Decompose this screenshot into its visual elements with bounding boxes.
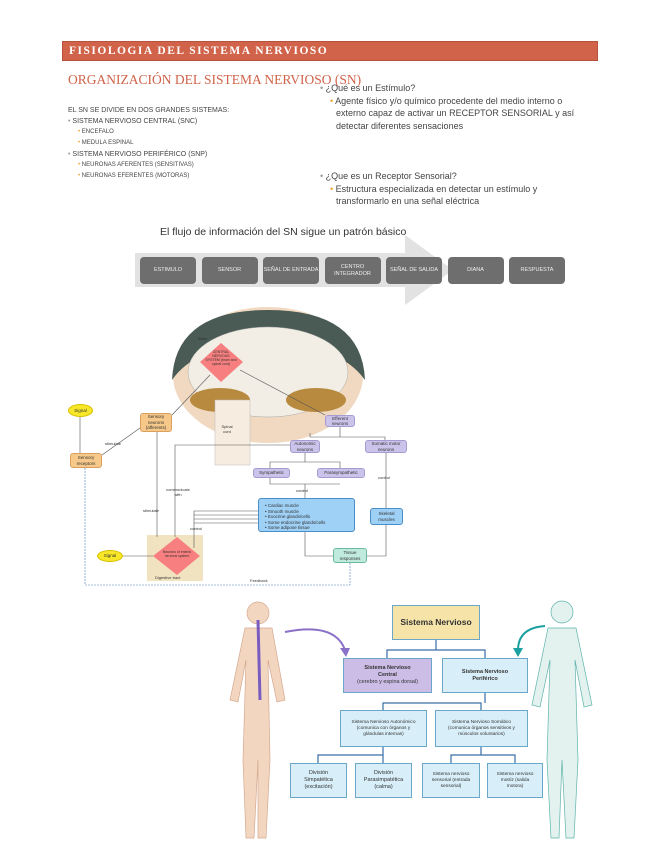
skeletal-node: Skeletal muscles: [370, 508, 403, 525]
motor-node: Sistema nervioso motriz (salida motora): [487, 763, 543, 798]
sympathetic-node: Sympathetic: [253, 468, 290, 478]
question-receptor: ¿Que es un Receptor Sensorial?: [320, 170, 582, 183]
sympathetic-node: División Simpatética (excitación): [290, 763, 347, 798]
snp-item: SISTEMA NERVIOSO PERIFÉRICO (SNP): [68, 149, 229, 160]
answer-receptor: Estructura especializada en detectar un …: [320, 183, 582, 208]
flow-step: CENTRO INTEGRADOR: [324, 257, 381, 284]
stimulate-label: stimulate: [105, 441, 122, 446]
brain-label: Brain: [198, 336, 208, 341]
tissue-node: Tissue responses: [333, 548, 367, 563]
list-item: NEURONAS EFERENTES (MOTORAS): [68, 171, 229, 182]
spinal-cord-label: Spinal cord: [221, 424, 233, 434]
feedback-label: Feedback: [250, 578, 268, 583]
sensory-neurons-node: Sensory neurons (afferents): [140, 413, 172, 432]
list-item: ENCEFALO: [68, 127, 229, 138]
efferent-node: Efferent neurons: [325, 415, 355, 427]
communicate-label: communicate with: [166, 487, 190, 497]
signal-node: Signal: [68, 404, 93, 417]
human-figure-right: [531, 600, 593, 839]
snc-item: SISTEMA NERVIOSO CENTRAL (SNC): [68, 116, 229, 127]
control-label: control: [296, 488, 309, 493]
flow-step: DIANA: [447, 257, 504, 284]
answer-stimulus: Agente físico y/o químico procedente del…: [320, 95, 582, 133]
autonomic-node: Autonomic neurons: [290, 440, 320, 453]
target-item: • Some endocrine glands/cells: [265, 519, 326, 525]
target-item: • Some adipose tissue: [265, 525, 310, 530]
flow-title: El flujo de información del SN sigue un …: [160, 226, 407, 238]
parasympathetic-node: Parasympathetic: [317, 468, 365, 478]
flow-step: SEÑAL DE ENTRADA: [263, 257, 319, 284]
target-item: • Exocrine glands/cells: [265, 514, 311, 519]
target-item: • Smooth muscle: [265, 508, 299, 514]
definitions: ¿Qué es un Estímulo? Agente físico y/o q…: [320, 82, 582, 208]
signal-node: Signal: [97, 550, 123, 562]
list-item: NEURONAS AFERENTES (SENSITIVAS): [68, 160, 229, 171]
target-item: • Cardiac muscle: [265, 503, 299, 508]
cns-label: CENTRAL NERVOUS SYSTEM (brain and spinal…: [205, 350, 237, 366]
targets-node: • Cardiac muscle• Smooth muscle• Exocrin…: [258, 498, 355, 532]
sensory-receptors-node: Sensory receptors: [70, 453, 102, 468]
control-label: control: [190, 526, 203, 531]
list-item: MEDULA ESPINAL: [68, 138, 229, 149]
intro: EL SN SE DIVIDE EN DOS GRANDES SISTEMAS:: [68, 107, 230, 114]
snc-title: Sistema Nervioso Central: [364, 665, 411, 678]
sn-divisions-list: EL SN SE DIVIDE EN DOS GRANDES SISTEMAS:…: [68, 105, 229, 182]
section-title: ORGANIZACIÓN DEL SISTEMA NERVIOSO (SN): [68, 72, 362, 87]
snp-node: Sistema Nervioso Periférico: [442, 658, 528, 693]
nervous-system-diagram: Brain CENTRAL NERVOUS SYSTEM (brain and …: [68, 307, 407, 586]
stimulate-label: stimulate: [143, 508, 160, 513]
snc-node: Sistema Nervioso Central (cerebro y espi…: [343, 658, 432, 693]
flow-step: RESPUESTA: [509, 257, 565, 284]
root-node: Sistema Nervioso: [392, 605, 480, 640]
somatic-node: Sistema Nervioso Somático (comunica órga…: [435, 710, 528, 747]
question-stimulus: ¿Qué es un Estímulo?: [320, 82, 582, 95]
human-figure-left: [229, 601, 286, 839]
parasympathetic-node: División Parasimpatética (calma): [355, 763, 412, 798]
page-header: FISIOLOGIA DEL SISTEMA NERVIOSO: [62, 41, 598, 61]
sensory-node: Sistema nervioso sensorial (entrada sens…: [422, 763, 480, 798]
snc-subtitle: (cerebro y espina dorsal): [357, 679, 418, 685]
flow-step: SEÑAL DE SALIDA: [386, 257, 442, 284]
somatic-node: Somatic motor neurons: [365, 440, 407, 453]
enteric-label: Neurons of enteric nervous system: [162, 550, 192, 558]
digestive-label: Digestive tract: [155, 575, 181, 580]
flow-step: SENSOR: [201, 257, 258, 284]
autonomic-node: Sistema Nervioso Autonómico (comunica co…: [340, 710, 427, 747]
flow-step: ESTIMULO: [140, 257, 196, 284]
diagram-lines: [79, 307, 387, 586]
control-label: control: [378, 475, 391, 480]
